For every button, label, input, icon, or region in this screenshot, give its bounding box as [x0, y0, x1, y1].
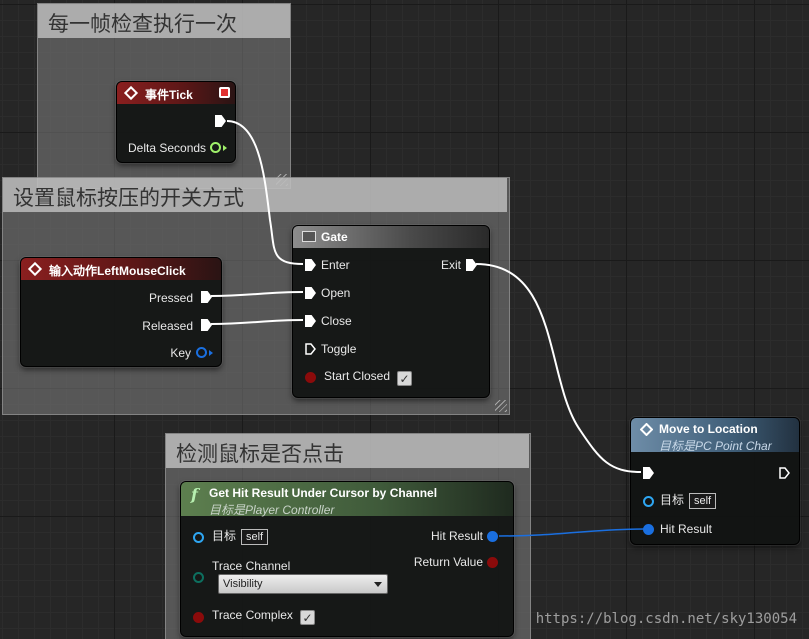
open-label: Open — [321, 286, 351, 300]
enter-exec-pin[interactable] — [305, 259, 316, 271]
start-closed-label: Start Closed — [324, 369, 391, 383]
pin-arrow-icon — [223, 145, 227, 151]
target-label: 目标 — [212, 529, 237, 543]
chevron-down-icon — [374, 582, 382, 587]
trace-complex-checkbox[interactable]: ✓ — [300, 610, 315, 625]
hit-result-label: Hit Result — [430, 529, 483, 543]
node-title: Move to Location — [659, 422, 758, 436]
delta-seconds-label: Delta Seconds — [128, 141, 207, 155]
released-label: Released — [142, 319, 193, 333]
key-label: Key — [170, 346, 191, 360]
hit-result-struct-pin-icon[interactable] — [487, 531, 498, 542]
event-tick-node[interactable]: 事件Tick Delta Seconds — [116, 81, 236, 163]
exec-out-pin-icon[interactable] — [779, 467, 790, 479]
pin-arrow-icon — [209, 350, 213, 356]
released-exec-pin[interactable] — [201, 319, 212, 331]
input-action-node[interactable]: 输入动作LeftMouseClick Pressed Released Key — [20, 257, 222, 367]
target-object-pin-icon[interactable] — [643, 496, 654, 507]
pressed-label: Pressed — [148, 291, 193, 305]
watermark: https://blog.csdn.net/sky130054 — [535, 611, 797, 627]
stop-square-icon — [219, 87, 230, 98]
event-diamond-icon — [27, 261, 43, 277]
hit-result-label: Hit Result — [660, 522, 713, 536]
node-title: Gate — [321, 230, 348, 244]
node-title: Get Hit Result Under Cursor by Channel — [209, 486, 438, 500]
bool-pin-icon[interactable] — [305, 372, 316, 383]
trace-channel-dropdown[interactable]: Visibility — [218, 574, 388, 594]
node-header: 事件Tick — [117, 82, 235, 104]
get-hit-result-node[interactable]: f Get Hit Result Under Cursor by Channel… — [180, 481, 514, 637]
trace-channel-label: Trace Channel — [212, 559, 291, 573]
resize-grip[interactable] — [495, 400, 507, 412]
node-header: Gate — [293, 226, 489, 248]
comment-title: 检测鼠标是否点击 — [166, 434, 529, 468]
target-label: 目标 — [660, 493, 685, 507]
return-bool-pin-icon[interactable] — [487, 557, 498, 568]
bool-pin-icon[interactable] — [193, 612, 204, 623]
close-exec-pin[interactable] — [305, 315, 316, 327]
toggle-exec-pin-icon[interactable] — [305, 343, 316, 355]
exec-in-pin[interactable] — [643, 467, 654, 479]
exec-out-pin[interactable] — [215, 115, 226, 127]
pressed-exec-pin[interactable] — [201, 291, 212, 303]
move-to-location-node[interactable]: Move to Location 目标是PC Point Char 目标 sel… — [630, 417, 800, 545]
node-header: Move to Location 目标是PC Point Char — [631, 418, 799, 453]
target-self-box[interactable]: self — [241, 529, 269, 545]
node-header: 输入动作LeftMouseClick — [21, 258, 221, 280]
exit-exec-pin[interactable] — [466, 259, 477, 271]
node-subtitle: 目标是Player Controller — [209, 503, 335, 517]
enter-label: Enter — [321, 258, 350, 272]
gate-node[interactable]: Gate Enter Open Close Toggle Start Close… — [292, 225, 490, 398]
comment-title: 设置鼠标按压的开关方式 — [3, 178, 507, 212]
event-diamond-icon — [123, 85, 139, 101]
close-label: Close — [321, 314, 352, 328]
return-value-label: Return Value — [413, 555, 483, 569]
comment-title: 每一帧检查执行一次 — [38, 4, 290, 38]
open-exec-pin[interactable] — [305, 287, 316, 299]
exit-label: Exit — [441, 258, 462, 272]
target-self-box[interactable]: self — [689, 493, 717, 509]
target-object-pin-icon[interactable] — [193, 532, 204, 543]
toggle-label: Toggle — [321, 342, 357, 356]
key-struct-pin-icon[interactable] — [196, 347, 207, 358]
enum-pin-icon[interactable] — [193, 572, 204, 583]
function-icon: f — [191, 485, 198, 504]
function-diamond-icon — [640, 423, 653, 436]
node-title: 输入动作LeftMouseClick — [49, 264, 186, 278]
float-pin-icon[interactable] — [210, 142, 221, 153]
node-title: 事件Tick — [145, 88, 193, 102]
node-header: f Get Hit Result Under Cursor by Channel… — [181, 482, 513, 517]
trace-complex-label: Trace Complex — [212, 608, 293, 622]
start-closed-checkbox[interactable]: ✓ — [397, 371, 412, 386]
hit-result-struct-pin-icon[interactable] — [643, 524, 654, 535]
node-subtitle: 目标是PC Point Char — [659, 439, 772, 453]
gate-icon — [302, 231, 316, 242]
trace-channel-value: Visibility — [223, 578, 263, 590]
